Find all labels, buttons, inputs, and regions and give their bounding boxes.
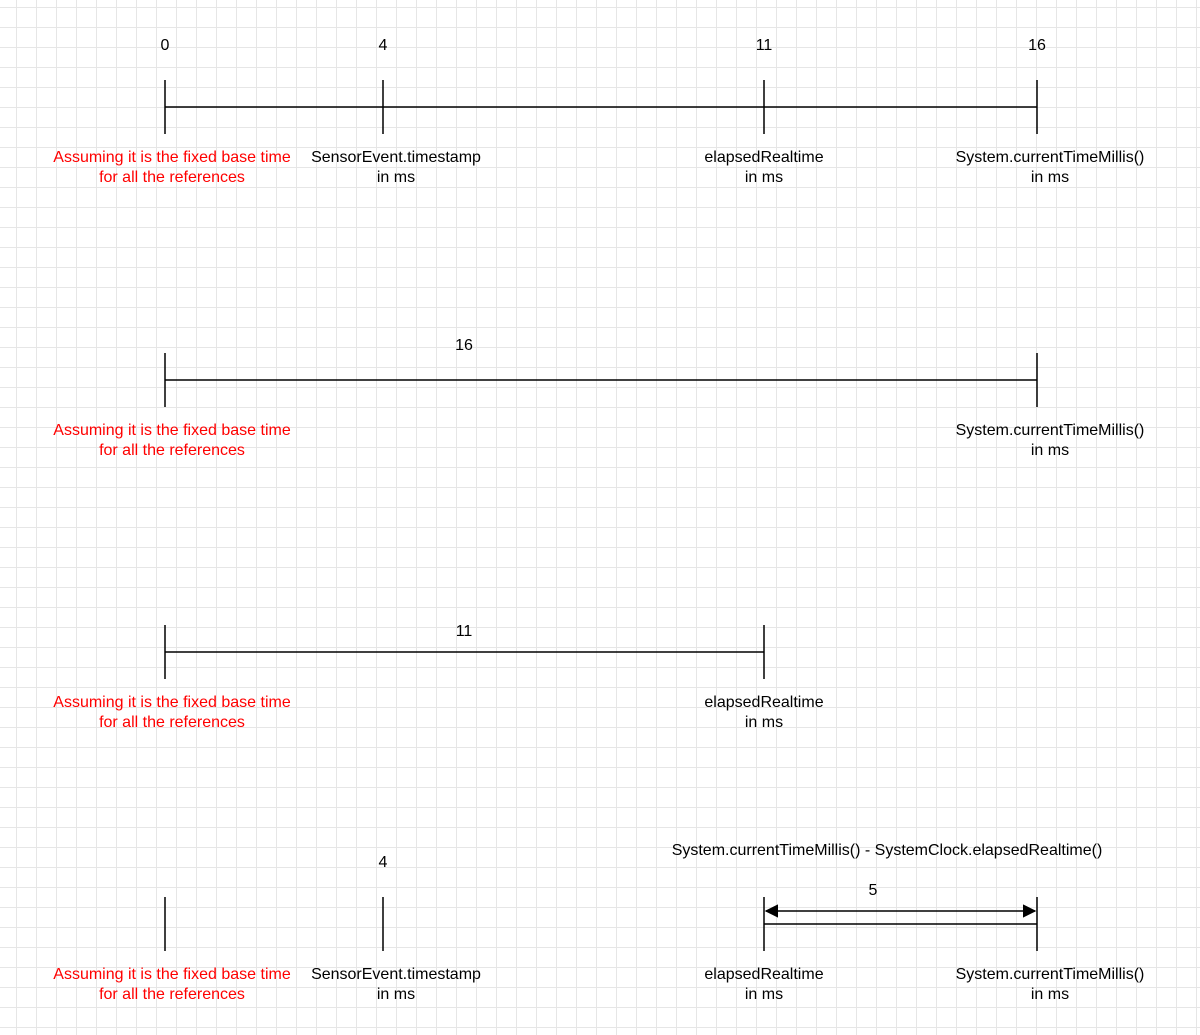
- elapsed-label-line1: elapsedRealtime: [704, 966, 824, 983]
- timeline-4-current-label: System.currentTimeMillis() in ms: [910, 965, 1190, 1005]
- base-label-line2: for all the references: [99, 169, 245, 186]
- timeline-3-span-value: 11: [455, 623, 473, 640]
- elapsed-label-line2: in ms: [744, 169, 784, 186]
- timeline-4-difference-value: 5: [868, 882, 878, 899]
- timeline-2-span-value: 16: [455, 337, 473, 354]
- base-label-line2: for all the references: [99, 714, 245, 731]
- current-label-line2: in ms: [1030, 169, 1070, 186]
- timeline-1-value-sensor: 4: [378, 37, 388, 54]
- base-label-line1: Assuming it is the fixed base time: [53, 966, 291, 983]
- timeline-1: [164, 80, 1038, 134]
- timeline-1-value-elapsed: 11: [755, 37, 773, 54]
- elapsed-label-line2: in ms: [744, 714, 784, 731]
- timeline-3: [164, 625, 765, 679]
- base-label-line1: Assuming it is the fixed base time: [53, 694, 291, 711]
- timeline-1-sensor-label: SensorEvent.timestamp in ms: [256, 148, 536, 188]
- current-label-line1: System.currentTimeMillis(): [955, 422, 1145, 439]
- timeline-1-current-label: System.currentTimeMillis() in ms: [910, 148, 1190, 188]
- timeline-2-base-label: Assuming it is the fixed base time for a…: [32, 421, 312, 461]
- timeline-4-sensor-label: SensorEvent.timestamp in ms: [256, 965, 536, 1005]
- timeline-4-sensor-value: 4: [378, 854, 388, 871]
- base-label-line1: Assuming it is the fixed base time: [53, 149, 291, 166]
- base-label-line2: for all the references: [99, 442, 245, 459]
- timeline-3-elapsed-label: elapsedRealtime in ms: [624, 693, 904, 733]
- current-label-line1: System.currentTimeMillis(): [955, 966, 1145, 983]
- elapsed-label-line1: elapsedRealtime: [704, 694, 824, 711]
- sensor-label-line2: in ms: [376, 169, 416, 186]
- sensor-label-line1: SensorEvent.timestamp: [311, 149, 481, 166]
- base-label-line1: Assuming it is the fixed base time: [53, 422, 291, 439]
- current-label-line2: in ms: [1030, 986, 1070, 1003]
- current-label-line2: in ms: [1030, 442, 1070, 459]
- timeline-4: [164, 897, 1038, 951]
- timeline-4-base-label: Assuming it is the fixed base time for a…: [32, 965, 312, 1005]
- elapsed-label-line2: in ms: [744, 986, 784, 1003]
- timeline-1-value-current: 16: [1028, 37, 1046, 54]
- timeline-1-base-label: Assuming it is the fixed base time for a…: [32, 148, 312, 188]
- base-label-line2: for all the references: [99, 986, 245, 1003]
- timeline-1-value-base: 0: [160, 37, 170, 54]
- sensor-label-line1: SensorEvent.timestamp: [311, 966, 481, 983]
- timeline-2: [164, 353, 1038, 407]
- timeline-2-current-label: System.currentTimeMillis() in ms: [910, 421, 1190, 461]
- current-label-line1: System.currentTimeMillis(): [955, 149, 1145, 166]
- timeline-4-difference-formula: System.currentTimeMillis() - SystemClock…: [671, 842, 1103, 859]
- timeline-4-elapsed-label: elapsedRealtime in ms: [624, 965, 904, 1005]
- elapsed-label-line1: elapsedRealtime: [704, 149, 824, 166]
- timeline-3-base-label: Assuming it is the fixed base time for a…: [32, 693, 312, 733]
- sensor-label-line2: in ms: [376, 986, 416, 1003]
- timeline-1-elapsed-label: elapsedRealtime in ms: [624, 148, 904, 188]
